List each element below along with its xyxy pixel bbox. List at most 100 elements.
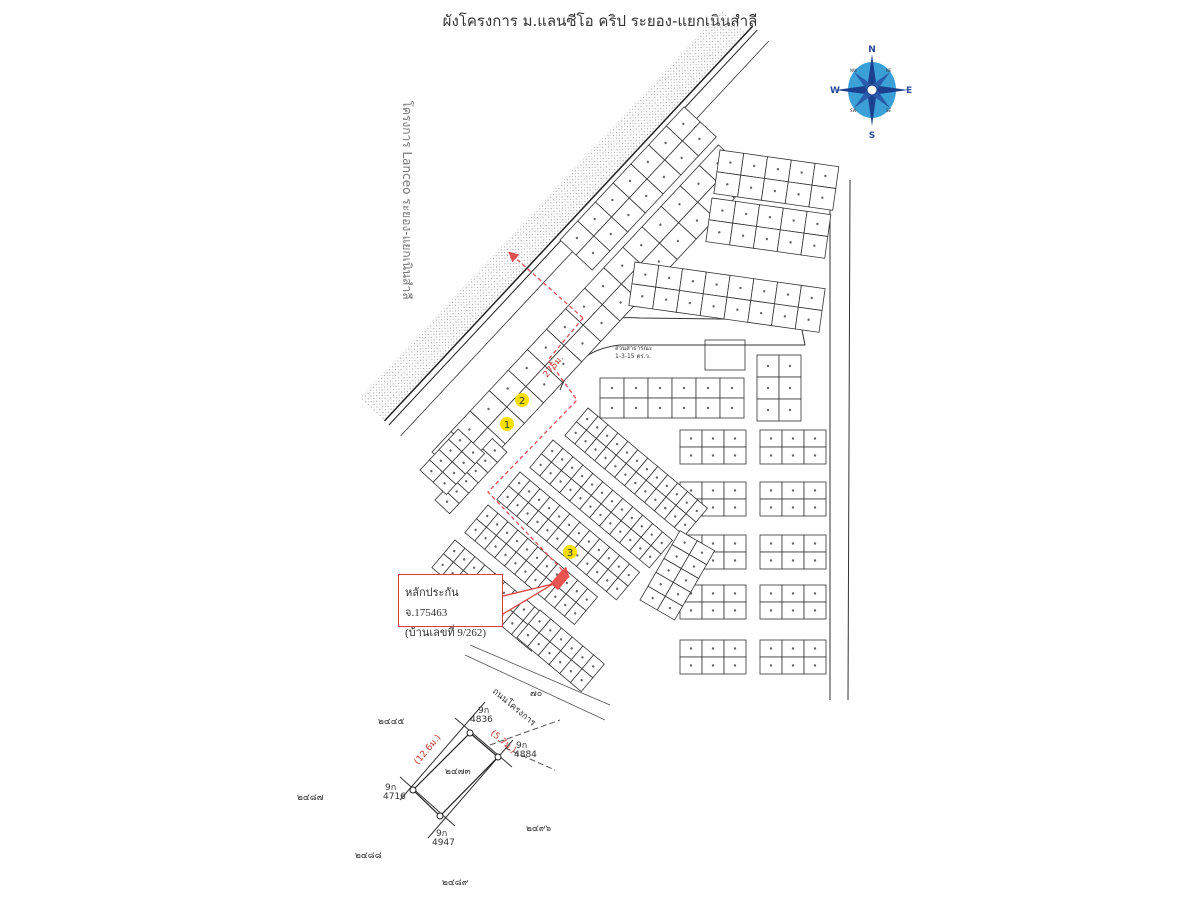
survey-top-label: ๗๐ [530, 689, 542, 699]
lot-number-mark [617, 565, 620, 568]
lot-number-mark [587, 540, 591, 543]
lot-number-mark [581, 342, 584, 345]
lot-number-mark [658, 386, 662, 390]
lot-number-mark [766, 364, 770, 368]
lot-number-mark [458, 439, 462, 442]
lot-number-mark [816, 222, 819, 226]
lot-number-mark [484, 537, 487, 540]
lot-number-mark [711, 647, 715, 650]
lot-block [628, 261, 826, 333]
lot-number-mark [733, 664, 737, 667]
route-dashed-line-main [487, 317, 584, 578]
lot-number-mark [657, 260, 661, 263]
lot-number-mark [506, 495, 509, 499]
lot-number-mark [538, 620, 541, 623]
lot-number-mark [769, 506, 773, 509]
lot-number-mark [741, 234, 745, 237]
lot-number-mark [749, 186, 753, 189]
lot-number-mark [570, 647, 573, 650]
lot-number-mark [484, 459, 487, 462]
park-label: สวนสาธารณะ [615, 345, 652, 352]
lot-number-mark [689, 489, 693, 492]
lot-number-mark [536, 520, 539, 524]
lot-number-mark [711, 489, 715, 492]
lot-number-mark [546, 529, 549, 532]
lot-number-mark [558, 660, 562, 664]
lot-number-mark [464, 480, 468, 483]
lot-number-mark [471, 451, 475, 454]
marker-1[interactable]: 1 [500, 417, 514, 431]
lot-number-mark [651, 596, 654, 600]
compass-nw: NW [850, 68, 857, 73]
lot-number-mark [773, 189, 777, 193]
lot-number-mark [565, 581, 569, 585]
marker-label: 1 [504, 420, 510, 431]
lot-number-mark [680, 156, 683, 160]
marker-2[interactable]: 2 [515, 393, 529, 407]
lot-number-mark [487, 407, 490, 411]
lot-number-mark [607, 557, 611, 560]
marker-3[interactable]: 3 [563, 545, 577, 559]
lot-number-mark [711, 609, 715, 612]
lot-number-mark [557, 515, 561, 518]
lot-number-mark [791, 506, 795, 509]
lot-number-mark [580, 678, 583, 682]
lot-number-mark [800, 171, 803, 174]
lot-block [679, 639, 747, 675]
lot-number-mark [762, 290, 766, 293]
lot-number-mark [640, 525, 644, 528]
lot-number-mark [676, 593, 680, 596]
lot-number-mark [644, 490, 647, 493]
neighbor-parcel: ๒๔๘๗ [297, 793, 324, 803]
lot-number-mark [792, 219, 795, 222]
lot-number-mark [494, 545, 497, 548]
lot-number-mark [609, 232, 612, 236]
lot-number-mark [516, 504, 519, 507]
marker-label: 3 [567, 548, 573, 559]
lot-number-mark [537, 642, 540, 646]
lot-number-mark [689, 647, 693, 650]
lot-number-mark [449, 449, 452, 452]
lot-block [759, 429, 827, 465]
lot-number-mark [711, 454, 715, 457]
lot-number-mark [506, 387, 509, 390]
neighbor-parcel: ๒๔๘๘ [355, 851, 382, 861]
lot-number-mark [504, 553, 507, 557]
lot-number-mark [691, 280, 695, 283]
side-length: (12.6ม.) [413, 733, 444, 767]
lot-number-mark [502, 591, 506, 595]
lot-number-mark [524, 570, 527, 573]
lot-number-mark [733, 609, 737, 612]
lot-number-mark [752, 164, 756, 168]
lot-number-mark [569, 669, 573, 673]
lot-number-mark [610, 386, 614, 390]
lot-number-mark [766, 386, 770, 390]
lot-number-mark [645, 468, 649, 471]
lot-number-mark [619, 530, 622, 533]
compass-n: N [868, 45, 876, 55]
lot-number-mark [721, 209, 724, 212]
lot-number-mark [675, 493, 679, 496]
lot-number-mark [789, 241, 792, 244]
lot-number-mark [733, 454, 737, 457]
lot-number-mark [537, 498, 541, 501]
lot-number-mark [729, 161, 732, 164]
compass-w: W [830, 86, 840, 96]
lot-block [679, 429, 747, 465]
lot-number-mark [559, 480, 562, 483]
lot-number-mark [634, 386, 638, 390]
lot-number-mark [634, 481, 637, 485]
compass-s: S [869, 131, 875, 141]
lot-number-mark [766, 408, 770, 412]
lot-block [529, 439, 674, 569]
lot-number-mark [525, 366, 528, 370]
collateral-lot-highlight[interactable] [550, 569, 570, 591]
callout-house-no: (บ้านเลขที่ 9/262) [405, 627, 487, 639]
south-road [464, 644, 611, 721]
lot-number-mark [472, 566, 476, 569]
lot-number-mark [527, 490, 531, 493]
lot-number-mark [563, 325, 567, 329]
lot-number-mark [548, 651, 551, 655]
lot-number-mark [674, 515, 677, 518]
